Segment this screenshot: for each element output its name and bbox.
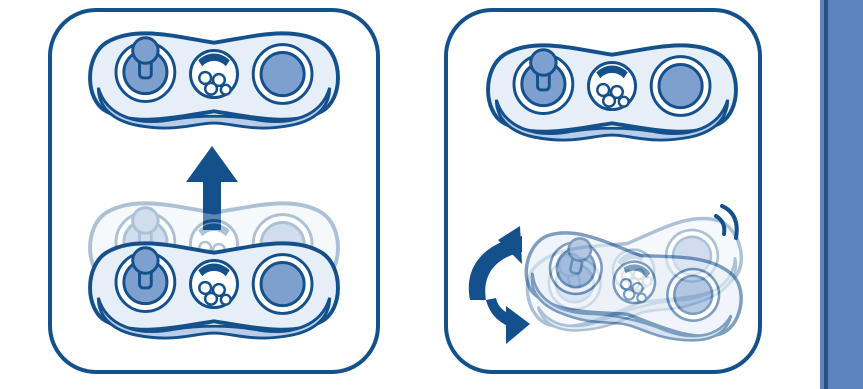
controller-top-left (90, 33, 338, 128)
controller-bottom-left (90, 243, 338, 338)
controller-top-right (488, 45, 736, 140)
rotate-arrows-icon (469, 226, 530, 344)
